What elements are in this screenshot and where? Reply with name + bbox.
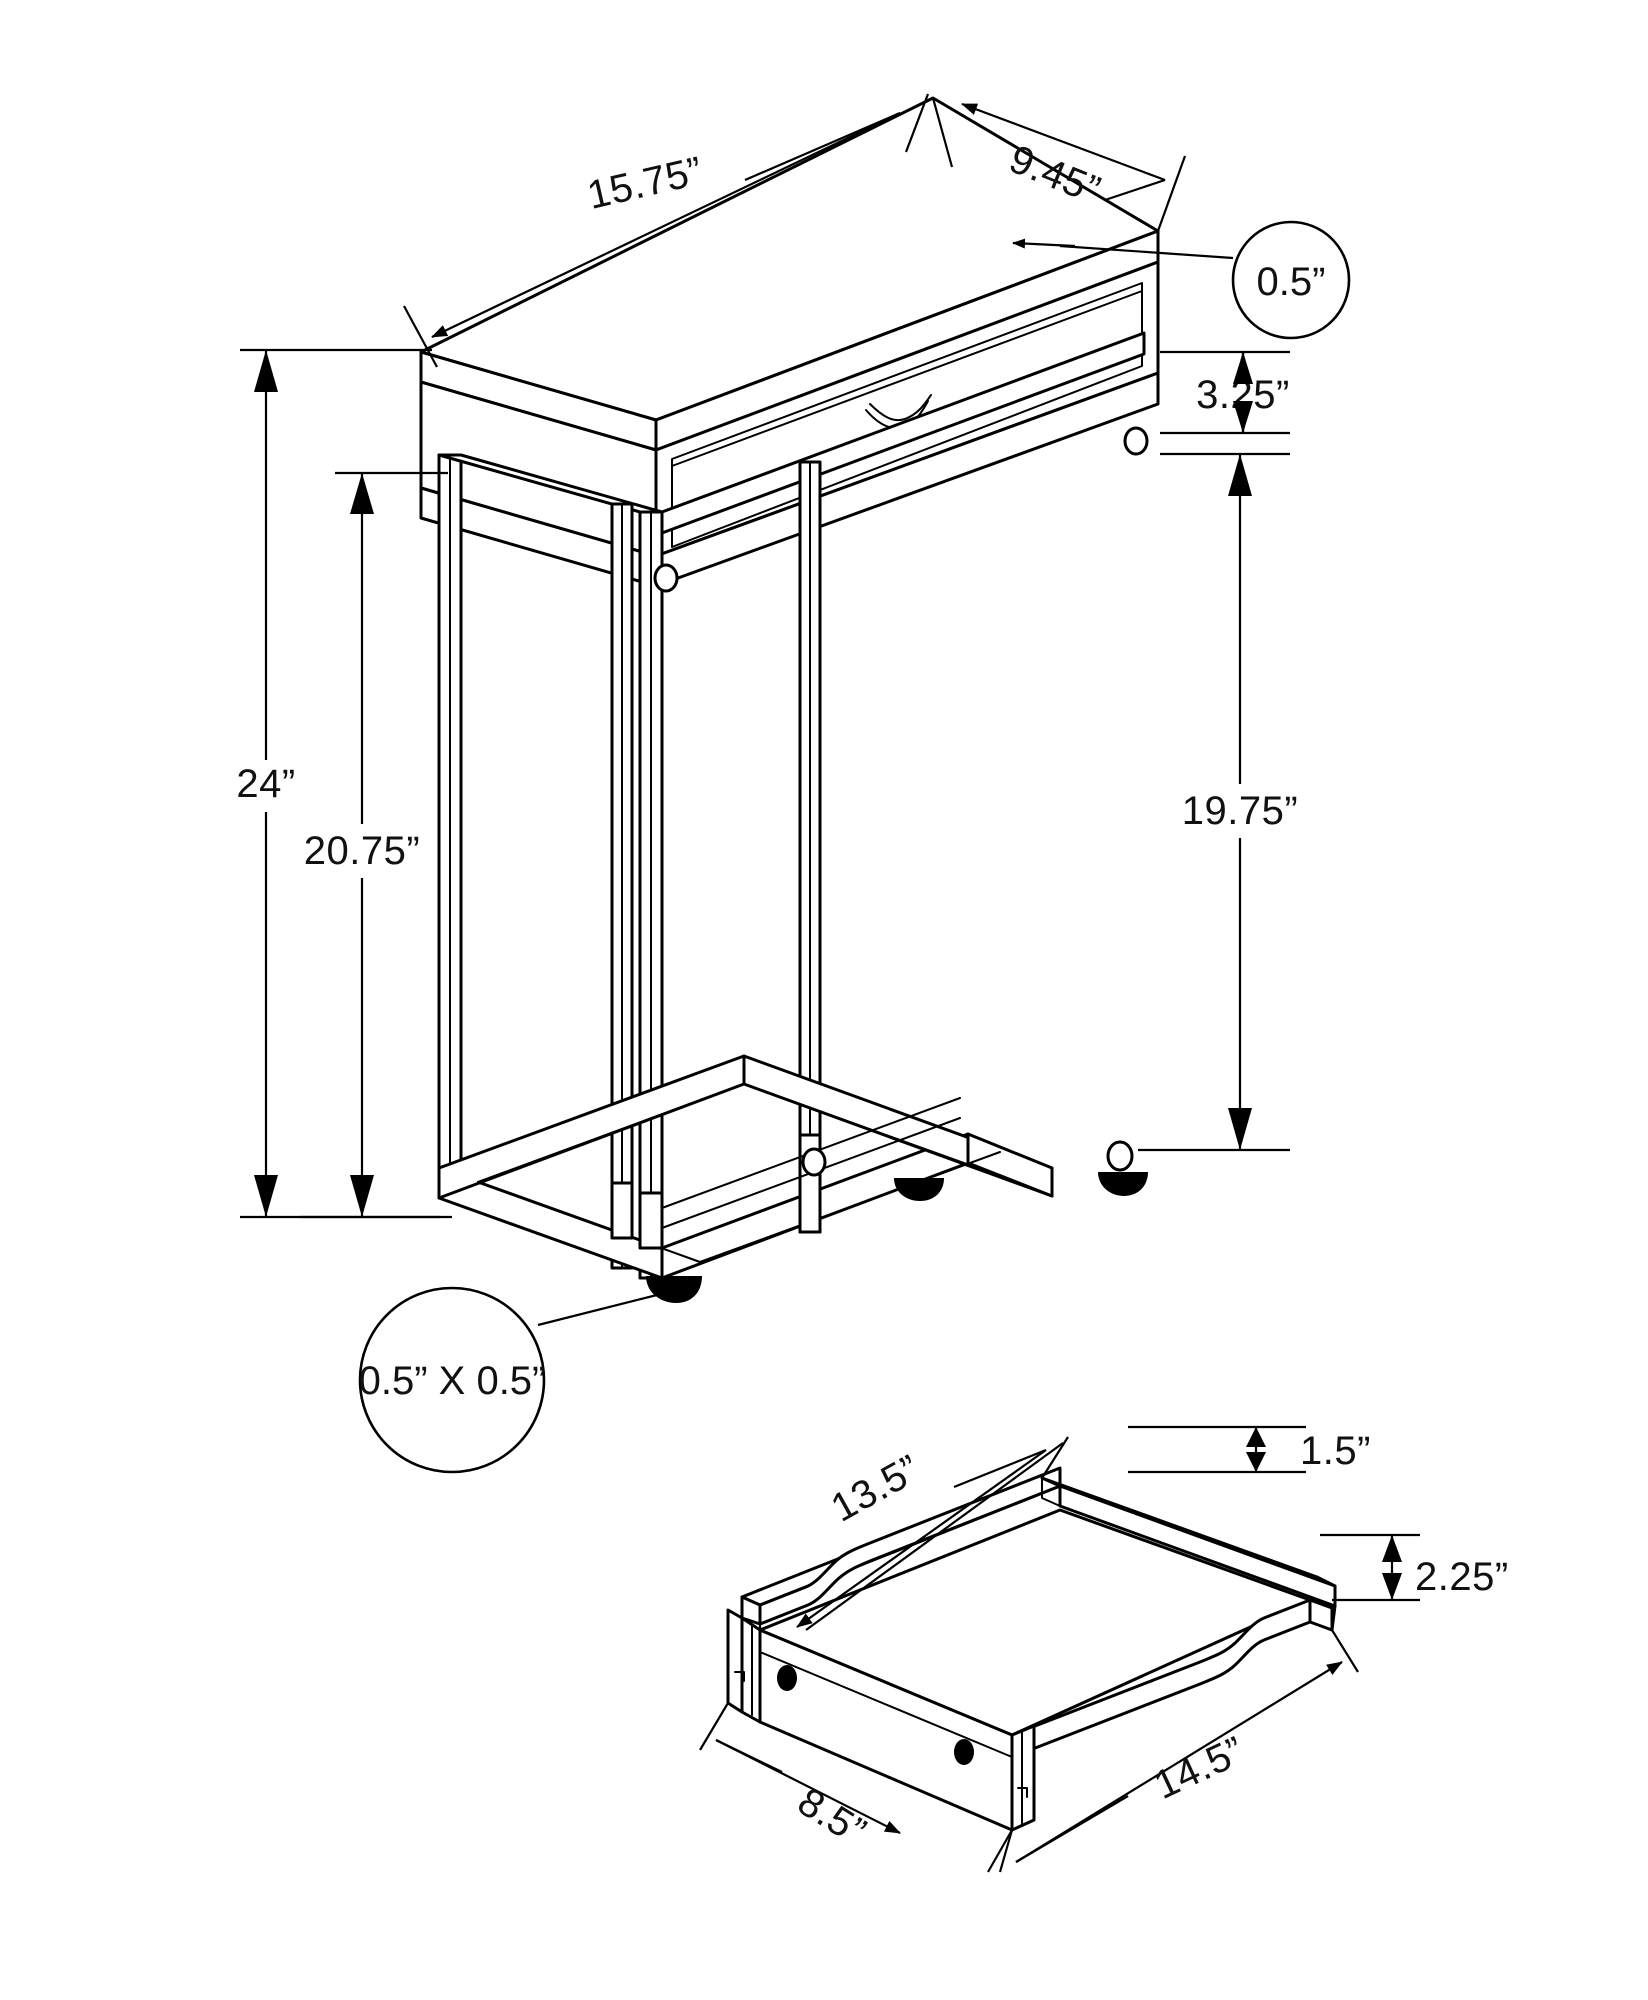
dimension-label-drawer-outer-width: 14.5” [1148, 1728, 1251, 1807]
dimension-label-clearance-height: 19.75” [1182, 789, 1298, 833]
dimension-label-drawer-depth: 8.5” [790, 1780, 873, 1855]
dimension-label-drawer-side-height: 1.5” [1300, 1429, 1371, 1473]
dimension-label-frame-height: 20.75” [304, 829, 420, 873]
dimension-label-top-width: 15.75” [583, 149, 706, 218]
metal-frame [437, 331, 1149, 1303]
drawer-detail-view [726, 1466, 1337, 1832]
dimension-label-overall-height: 24” [236, 762, 295, 806]
dimension-drawer-front-height: 2.25” [1320, 1533, 1509, 1602]
dimension-label-drawer-inner-width: 13.5” [824, 1447, 927, 1531]
callout-bubble-top-thickness [1231, 220, 1351, 340]
table-top-slab [419, 96, 1160, 452]
callout-label-top-thickness: 0.5” [1257, 260, 1326, 304]
callout-tube-section: 0.5” X 0.5” [358, 1286, 662, 1474]
dimension-drawer-side-height: 1.5” [1128, 1425, 1371, 1474]
dimension-frame-height: 20.75” [300, 471, 448, 1219]
callout-label-tube-section: 0.5” X 0.5” [359, 1359, 546, 1403]
dimension-clearance-height: 19.75” [1138, 452, 1298, 1152]
main-table-assembly [419, 96, 1160, 1303]
dimension-label-drawer-front-height: 2.25” [1415, 1555, 1509, 1599]
dimension-overall-height: 24” [236, 348, 452, 1219]
callout-top-thickness: 0.5” [1012, 220, 1351, 340]
dimension-drawer-face-label-group: 3.25” [1170, 352, 1320, 433]
callout-bubble-tube-section [358, 1286, 546, 1474]
